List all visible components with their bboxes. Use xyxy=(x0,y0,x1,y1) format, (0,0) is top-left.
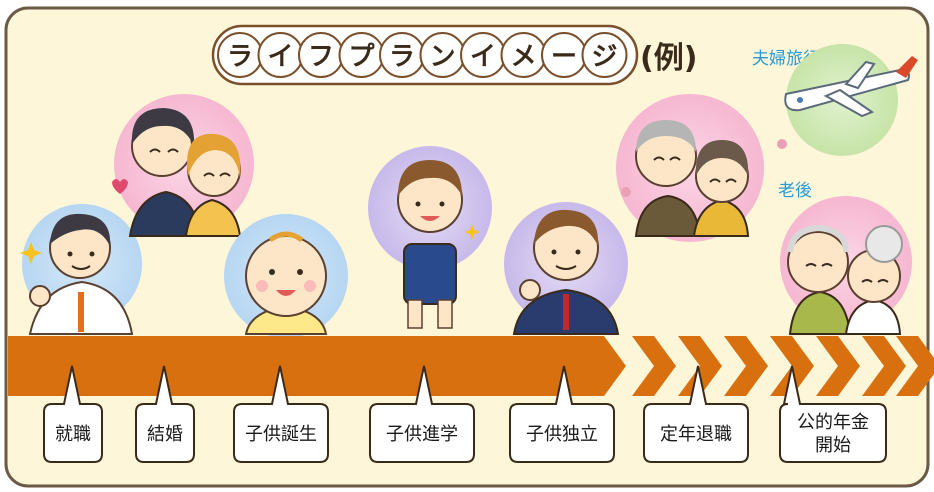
flower-icon xyxy=(621,187,631,197)
sparkle-icon xyxy=(20,242,42,264)
milestone-callout: 就職 xyxy=(43,365,103,463)
title-char: ラ xyxy=(227,42,253,72)
title-char-bubble: ラ xyxy=(379,32,425,78)
title-char: ジ xyxy=(591,42,617,72)
title-char-bubble: メ xyxy=(500,32,547,78)
title-char-bubble: イ xyxy=(460,32,506,78)
job-illustration xyxy=(20,204,142,335)
marriage-illustration xyxy=(112,94,254,237)
milestone-label: 公的年金 xyxy=(797,412,869,433)
page-title: ライフプランイメージ (例) xyxy=(211,24,697,86)
elderly-couple-illustration xyxy=(780,196,912,335)
milestone-label: 子供誕生 xyxy=(245,424,317,445)
milestone-callout: 子供進学 xyxy=(369,365,475,463)
timeline-bar xyxy=(8,336,626,396)
title-char: ラ xyxy=(389,42,415,72)
old-age-label: 老後 xyxy=(778,181,812,201)
milestone-label: 就職 xyxy=(55,424,91,445)
sparkle-icon xyxy=(464,224,480,240)
title-char: イ xyxy=(470,42,496,72)
airplane-illustration xyxy=(784,44,918,156)
title-char-bubble: ラ xyxy=(217,32,263,78)
milestone-label: 子供進学 xyxy=(386,424,458,445)
baby-illustration xyxy=(224,214,348,338)
title-char-bubble: ー xyxy=(541,32,587,78)
title-char-bubble: イ xyxy=(257,32,304,78)
title-char: フ xyxy=(308,42,334,72)
milestone-callout: 子供独立 xyxy=(509,365,615,463)
milestone-callout: 結婚 xyxy=(135,365,195,463)
milestone-label: 結婚 xyxy=(147,424,183,445)
title-char-bubble: ン xyxy=(419,32,466,78)
school-child-illustration xyxy=(368,146,492,329)
flower-icon xyxy=(777,139,787,149)
milestone-callout: 子供誕生 xyxy=(233,365,329,463)
title-characters: ライフプランイメージ xyxy=(217,32,628,78)
title-char: ー xyxy=(551,42,577,72)
title-char: メ xyxy=(510,42,536,72)
retired-couple-illustration xyxy=(616,94,787,242)
timeline-chevron xyxy=(862,336,906,396)
milestone-callout: 定年退職 xyxy=(643,365,749,463)
timeline-chevron xyxy=(724,336,768,396)
milestone-label: 定年退職 xyxy=(660,424,732,445)
milestone-label: 子供独立 xyxy=(526,424,598,445)
title-char: イ xyxy=(267,42,293,72)
timeline-chevron xyxy=(632,336,676,396)
title-char: プ xyxy=(348,42,375,72)
timeline-chevron xyxy=(896,336,934,396)
timeline-chevron xyxy=(816,336,860,396)
timeline-chevron xyxy=(678,336,722,396)
title-suffix: (例) xyxy=(640,41,697,76)
heart-icon xyxy=(112,179,128,194)
title-char-bubble: プ xyxy=(338,32,385,78)
title-char-bubble: フ xyxy=(298,32,344,78)
title-char-bubble: ジ xyxy=(581,32,628,78)
milestone-label-line2: 開始 xyxy=(815,435,851,456)
young-man-illustration xyxy=(504,202,628,335)
title-char: ン xyxy=(429,42,455,72)
